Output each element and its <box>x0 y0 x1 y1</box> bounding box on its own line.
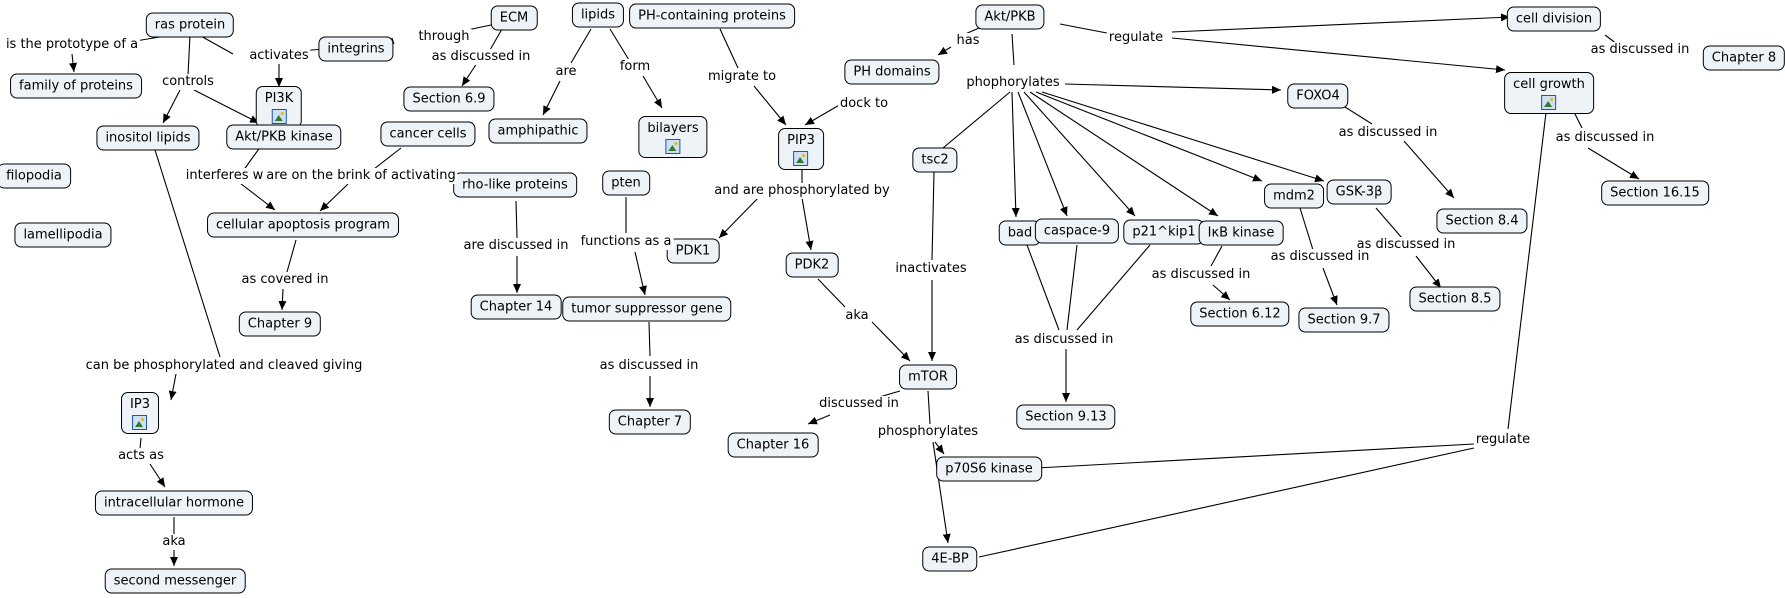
link-label-and-are-phosphorylated-by: and are phosphorylated by <box>712 183 892 199</box>
node-pi3k[interactable]: PI3K <box>255 86 303 128</box>
node-cell-growth[interactable]: cell growth <box>1504 72 1594 114</box>
node-inositol-lipids[interactable]: inositol lipids <box>96 125 200 151</box>
link-label-discussed-in: discussed in <box>817 396 901 412</box>
node-section-8-4[interactable]: Section 8.4 <box>1436 208 1528 234</box>
node-4e-bp[interactable]: 4E-BP <box>922 546 978 572</box>
link-label-interferes-with: interferes with <box>183 168 283 184</box>
node-section-9-13[interactable]: Section 9.13 <box>1016 404 1116 430</box>
node-chapter-9[interactable]: Chapter 9 <box>238 311 322 337</box>
link-label-as-discussed-in: as discussed in <box>1336 125 1440 141</box>
image-attachment-icon[interactable] <box>1541 95 1557 110</box>
link-label-regulate: regulate <box>1473 432 1533 448</box>
node-ph-domains[interactable]: PH domains <box>844 59 940 85</box>
link-label-regulate: regulate <box>1106 30 1166 46</box>
node-section-8-5[interactable]: Section 8.5 <box>1409 286 1501 312</box>
node-chapter-7[interactable]: Chapter 7 <box>608 409 692 435</box>
node-lipids[interactable]: lipids <box>571 2 625 28</box>
link-label-through: through <box>416 29 472 45</box>
link-label-phophorylates: phophorylates <box>964 75 1062 91</box>
node-gsk3b[interactable]: GSK-3β <box>1326 179 1392 205</box>
link-label-aka: aka <box>160 534 188 550</box>
link-label-inactivates: inactivates <box>893 261 969 277</box>
image-attachment-icon[interactable] <box>793 151 809 166</box>
node-section-6-12[interactable]: Section 6.12 <box>1190 301 1290 327</box>
node-akt-pkb-kinase[interactable]: Akt/PKB kinase <box>226 124 342 150</box>
node-bad[interactable]: bad <box>998 220 1042 246</box>
node-filopodia[interactable]: filopodia <box>0 163 71 189</box>
node-chapter-8[interactable]: Chapter 8 <box>1702 45 1785 71</box>
node-ikb-kinase[interactable]: IκB kinase <box>1198 220 1284 246</box>
link-label-as-discussed-in: as discussed in <box>1588 42 1692 58</box>
node-section-9-7[interactable]: Section 9.7 <box>1298 307 1390 333</box>
node-bilayers[interactable]: bilayers <box>638 116 708 158</box>
node-pip3-label: PIP3 <box>787 133 815 148</box>
node-ecm[interactable]: ECM <box>490 5 538 31</box>
link-label-form: form <box>617 59 653 75</box>
image-attachment-icon[interactable] <box>665 139 681 154</box>
node-p70s6-kinase[interactable]: p70S6 kinase <box>936 456 1042 482</box>
link-label-can-be-phosphorylated-and-cleaved-giving: can be phosphorylated and cleaved giving <box>83 358 365 374</box>
node-chapter-16[interactable]: Chapter 16 <box>727 432 819 458</box>
node-ip3[interactable]: IP3 <box>121 392 159 434</box>
link-label-is-the-prototype-of-a: is the prototype of a <box>3 37 141 53</box>
node-amphipathic[interactable]: amphipathic <box>488 118 588 144</box>
link-label-acts-as: acts as <box>116 448 166 464</box>
node-akt-pkb[interactable]: Akt/PKB <box>975 4 1045 30</box>
link-label-are: are <box>553 64 579 80</box>
node-integrins[interactable]: integrins <box>318 36 394 62</box>
node-ras-protein[interactable]: ras protein <box>145 12 235 38</box>
link-label-as-discussed-in: as discussed in <box>1354 237 1458 253</box>
link-label-phosphorylates: phosphorylates <box>875 424 981 440</box>
node-section-6-9[interactable]: Section 6.9 <box>403 86 495 112</box>
link-label-aka: aka <box>843 308 871 324</box>
node-p21kip1[interactable]: p21^kip1 <box>1123 219 1205 245</box>
node-family-of-proteins[interactable]: family of proteins <box>10 73 142 99</box>
image-attachment-icon[interactable] <box>132 415 148 430</box>
link-label-as-discussed-in: as discussed in <box>429 49 533 65</box>
node-cell-growth-label: cell growth <box>1513 77 1585 92</box>
node-pi3k-label: PI3K <box>264 91 294 106</box>
link-label-has: has <box>954 33 982 49</box>
node-second-messenger[interactable]: second messenger <box>104 568 246 594</box>
node-ph-containing-proteins[interactable]: PH-containing proteins <box>629 3 795 29</box>
link-label-are-discussed-in: are discussed in <box>461 238 571 254</box>
node-pip3[interactable]: PIP3 <box>778 128 824 170</box>
node-cancer-cells[interactable]: cancer cells <box>380 121 476 147</box>
link-label-are-on-the-brink-of-activating: are on the brink of activating <box>264 168 458 184</box>
link-label-as-discussed-in: as discussed in <box>1012 332 1116 348</box>
node-ip3-label: IP3 <box>130 397 150 412</box>
node-pdk2[interactable]: PDK2 <box>785 252 839 278</box>
link-label-functions-as-a: functions as a <box>578 234 674 250</box>
link-label-migrate-to: migrate to <box>705 69 779 85</box>
node-cellular-apoptosis-program[interactable]: cellular apoptosis program <box>207 212 399 238</box>
node-chapter-14[interactable]: Chapter 14 <box>470 294 562 320</box>
node-mtor[interactable]: mTOR <box>899 364 957 390</box>
link-label-as-discussed-in: as discussed in <box>1268 249 1372 265</box>
node-caspace-9[interactable]: caspace-9 <box>1034 218 1120 244</box>
node-pten[interactable]: pten <box>602 170 650 196</box>
link-label-as-covered-in: as covered in <box>239 272 331 288</box>
link-label-dock-to: dock to <box>837 96 891 112</box>
node-pdk1[interactable]: PDK1 <box>666 238 720 264</box>
link-label-controls: controls <box>160 74 216 90</box>
link-label-as-discussed-in: as discussed in <box>597 358 701 374</box>
link-label-as-discussed-in: as discussed in <box>1553 130 1657 146</box>
node-tsc2[interactable]: tsc2 <box>912 147 958 173</box>
node-intracellular-hormone[interactable]: intracellular hormone <box>94 490 254 516</box>
node-foxo4[interactable]: FOXO4 <box>1287 83 1349 109</box>
node-bilayers-label: bilayers <box>647 121 699 136</box>
node-mdm2[interactable]: mdm2 <box>1264 183 1324 209</box>
image-attachment-icon[interactable] <box>271 109 287 124</box>
node-rho-like-proteins[interactable]: rho-like proteins <box>453 172 577 198</box>
node-lamellipodia[interactable]: lamellipodia <box>14 222 112 248</box>
node-cell-division[interactable]: cell division <box>1506 6 1602 32</box>
node-tumor-suppressor-gene[interactable]: tumor suppressor gene <box>562 296 732 322</box>
link-label-as-discussed-in: as discussed in <box>1149 267 1253 283</box>
node-section-16-15[interactable]: Section 16.15 <box>1601 180 1709 206</box>
link-label-activates: activates <box>247 48 311 64</box>
